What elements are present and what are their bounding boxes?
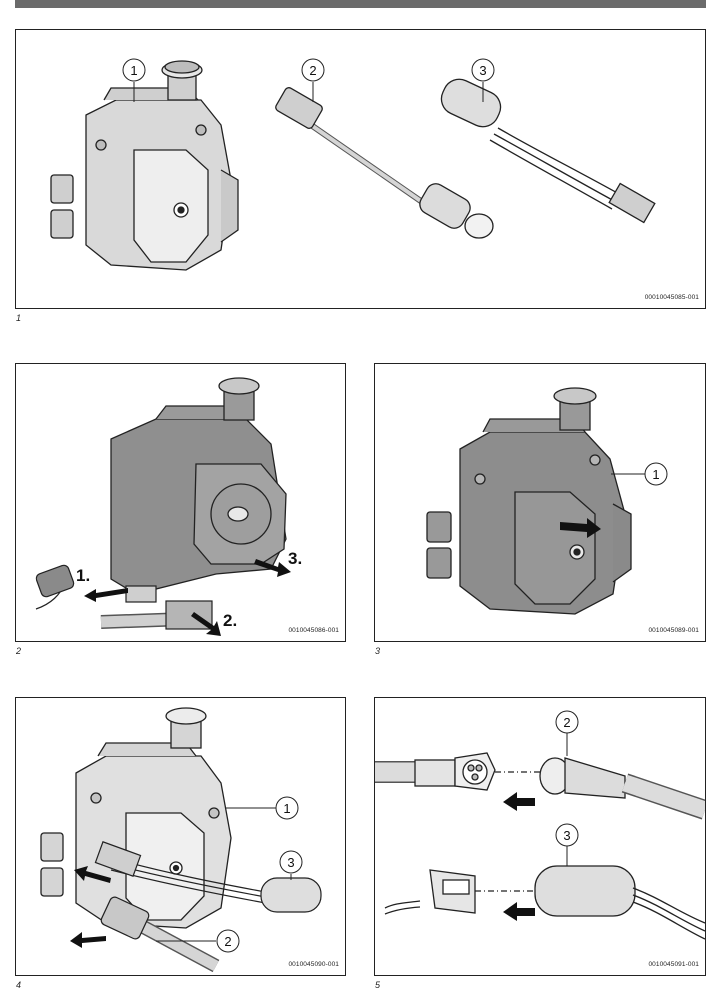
- figure-4-callout-2: 2: [224, 934, 231, 949]
- figure-1-callout-3: 3: [479, 63, 486, 78]
- push-arrows: [70, 866, 111, 948]
- figure-1-number: 1: [16, 313, 22, 323]
- connector-3-illustration: [384, 865, 705, 940]
- header-bar: [15, 0, 706, 8]
- figure-1-panel: 1 2 3 00010045085-001: [15, 29, 706, 309]
- figure-5-panel: 2 3 0010045091-001: [374, 697, 706, 976]
- push-arrows: [503, 792, 535, 921]
- figure-3-callout-1: 1: [652, 467, 659, 482]
- figure-2-illustration: 1. 2. 3.: [35, 377, 302, 636]
- step-arrows: [84, 559, 291, 636]
- figure-4-ref: 0010045090-001: [288, 961, 339, 968]
- pump-illustration: [50, 60, 239, 271]
- connector-2-illustration: [375, 752, 705, 820]
- pump-illustration: [426, 387, 632, 615]
- cable-3-illustration: [440, 78, 656, 224]
- figure-3-illustration: 1: [426, 387, 668, 615]
- figure-1-illustration: 1 2 3: [50, 58, 656, 271]
- figure-4-panel: 1 3 2 0010045090-001: [15, 697, 346, 976]
- figure-4-illustration: 1 3 2: [40, 707, 322, 973]
- figure-4-callout-3: 3: [287, 855, 294, 870]
- figure-5-callout-2: 2: [563, 715, 570, 730]
- cable-2-illustration: [275, 87, 494, 239]
- cables-illustration: [35, 564, 213, 630]
- figure-2-ref: 0010045086-001: [288, 627, 339, 634]
- figure-5-ref: 0010045091-001: [648, 961, 699, 968]
- pump-illustration: [110, 377, 287, 595]
- step-2-label: 2.: [223, 611, 237, 630]
- pump-illustration: [40, 707, 232, 929]
- figure-5-number: 5: [375, 980, 381, 990]
- figure-1-callouts: [122, 58, 495, 102]
- figure-5-illustration: 2 3: [375, 710, 705, 940]
- figure-3-number: 3: [375, 646, 381, 656]
- figure-5-callout-3: 3: [563, 828, 570, 843]
- figure-4-number: 4: [16, 980, 22, 990]
- figure-3-ref: 0010045089-001: [648, 627, 699, 634]
- push-arrow: [560, 518, 601, 538]
- figure-2-number: 2: [16, 646, 22, 656]
- figure-2-panel: 1. 2. 3. 0010045086-001: [15, 363, 346, 642]
- figure-4-callout-1: 1: [283, 801, 290, 816]
- step-3-label: 3.: [288, 549, 302, 568]
- cables-illustration: [94, 841, 322, 973]
- figure-1-callout-1: 1: [130, 63, 137, 78]
- figure-1-callout-2: 2: [309, 63, 316, 78]
- figure-3-panel: 1 0010045089-001: [374, 363, 706, 642]
- figure-1-ref: 00010045085-001: [644, 294, 699, 301]
- step-1-label: 1.: [76, 566, 90, 585]
